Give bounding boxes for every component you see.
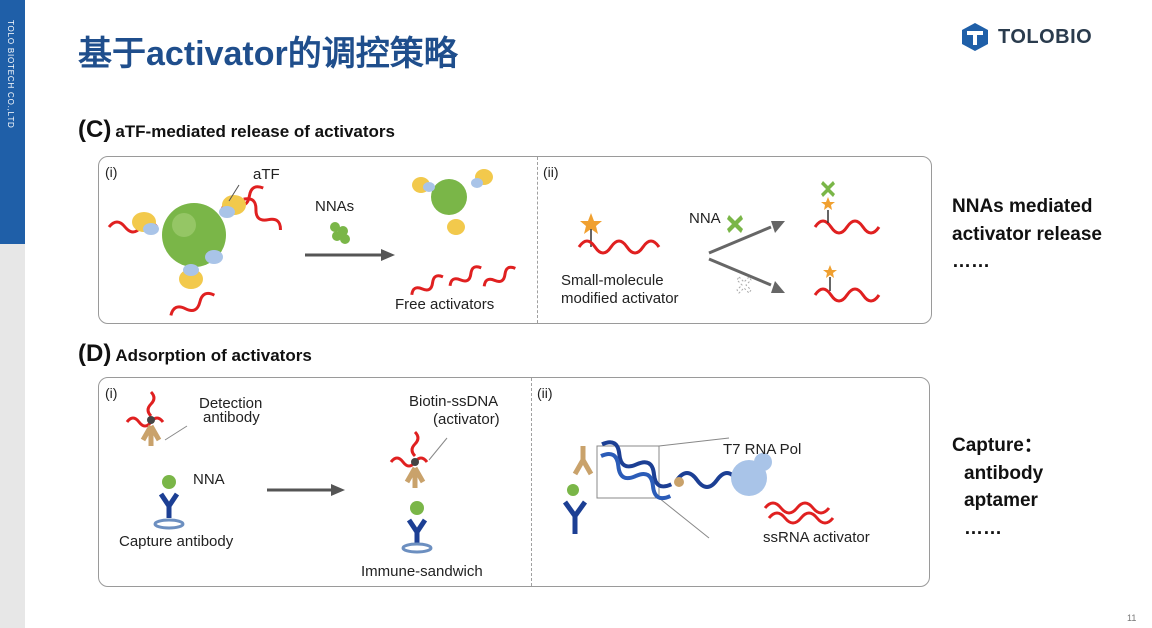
nna-label-d: NNA xyxy=(193,471,225,488)
nna-label-c: NNA xyxy=(689,210,721,227)
note-c-line-2: activator release xyxy=(952,223,1102,245)
sidebar-brand-bar: TOLO BIOTECH CO.,LTD xyxy=(0,0,25,244)
section-c-title: aTF-mediated release of activators xyxy=(115,122,395,141)
panel-d-i-label: (i) xyxy=(105,385,118,401)
biotin-label-2: (activator) xyxy=(433,411,500,428)
detection-label-1: Detection xyxy=(199,395,263,412)
logo: TOLOBIO xyxy=(960,22,1092,52)
small-molecule-illustration xyxy=(577,181,881,303)
note-d-line-3: aptamer xyxy=(964,490,1038,512)
panel-d-divider xyxy=(531,378,532,586)
panel-d: (i) (ii) Detection xyxy=(98,377,930,587)
note-d-line-4: …… xyxy=(964,517,1002,539)
biotin-label-1: Biotin-ssDNA xyxy=(409,393,499,410)
panel-c-ii-label: (ii) xyxy=(543,164,559,180)
section-d-letter: (D) xyxy=(78,340,112,367)
section-d-heading: (D)Adsorption of activators xyxy=(78,340,312,368)
company-name: TOLO BIOTECH CO.,LTD xyxy=(6,20,15,129)
logo-text: TOLOBIO xyxy=(998,25,1093,48)
note-d: Capture： antibody aptamer …… xyxy=(952,432,1043,542)
section-d-title: Adsorption of activators xyxy=(115,346,312,365)
section-c-letter: (C) xyxy=(78,116,112,143)
t7-rna-pol-illustration xyxy=(562,437,835,539)
note-c-line-3: …… xyxy=(952,251,990,273)
atf-complex-illustration xyxy=(107,169,516,316)
panel-c-divider xyxy=(537,157,538,323)
note-d-line-2: antibody xyxy=(964,462,1044,484)
note-c: NNAs mediated activator release …… xyxy=(952,193,1102,276)
nnas-label: NNAs xyxy=(315,198,355,215)
panel-c: (i) (ii) xyxy=(98,156,932,324)
t7-rna-pol-label: T7 RNA Pol xyxy=(723,441,802,458)
logo-icon xyxy=(962,23,988,51)
page-number: 11 xyxy=(1127,613,1137,623)
capture-antibody-label: Capture antibody xyxy=(119,533,234,550)
note-d-line-1: Capture： xyxy=(952,435,1043,456)
immune-sandwich-label: Immune-sandwich xyxy=(361,563,483,580)
detection-label-2: antibody xyxy=(203,409,260,426)
free-activators-label: Free activators xyxy=(395,296,495,313)
ssrna-activator-label: ssRNA activator xyxy=(763,529,870,546)
small-molecule-label-1: Small-molecule xyxy=(561,272,664,289)
atf-label: aTF xyxy=(253,166,280,183)
immune-sandwich-illustration xyxy=(125,390,448,554)
sidebar-gray-bar xyxy=(0,244,25,628)
page-title: 基于activator的调控策略 xyxy=(78,35,458,73)
section-c-heading: (C)aTF-mediated release of activators xyxy=(78,116,395,144)
small-molecule-label-2: modified activator xyxy=(561,290,679,307)
note-c-line-1: NNAs mediated xyxy=(952,196,1093,217)
panel-d-ii-label: (ii) xyxy=(537,385,553,401)
panel-c-i-label: (i) xyxy=(105,164,118,180)
